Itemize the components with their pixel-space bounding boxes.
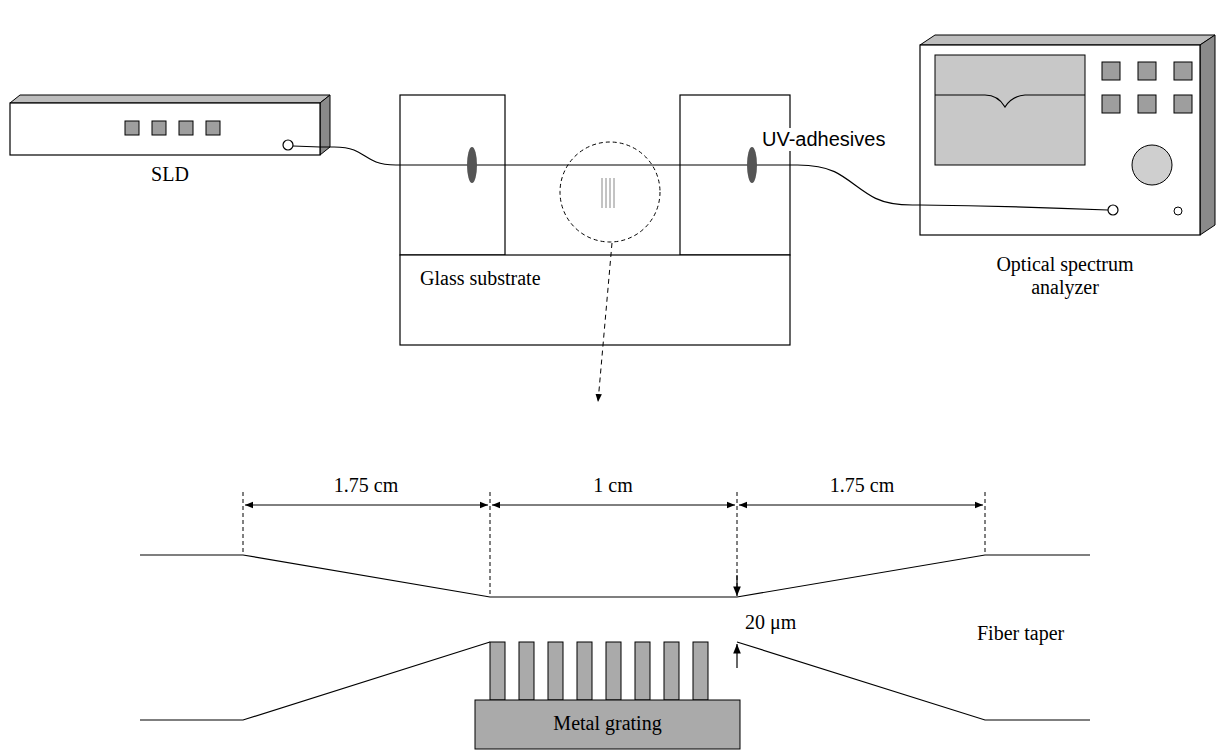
dimension-label: 1 cm [591,474,634,497]
holder-block [400,95,505,255]
light-source: SLD [10,95,330,155]
box-top [920,35,1215,45]
taper-outline [737,642,1090,720]
button [206,121,220,135]
grating-tooth [664,642,679,700]
button [1102,95,1120,113]
grating-tooth [519,642,534,700]
adhesive-label: UV-adhesives [760,128,887,151]
sld-source [10,95,330,155]
knob [1132,145,1172,185]
button [125,121,139,135]
button [152,121,166,135]
grating-line [602,178,603,208]
metal-grating: Metal grating [475,700,740,749]
button [1138,95,1156,113]
input-port [1108,205,1118,215]
extension-line [490,492,491,597]
adhesive-spot [747,147,757,183]
dimension-label: 20 μm [743,611,798,634]
box-front [920,45,1200,235]
dimension-label: 1.75 cm [828,474,896,497]
node-label: SLD [10,163,330,186]
part-label: Fiber taper [975,622,1066,645]
dimension-arrow [245,505,488,506]
button [1102,62,1120,80]
fiber-lead [920,205,1108,210]
box-side [320,95,330,155]
dimension-arrow [492,505,735,506]
port [1174,207,1182,215]
zoom-arrow [598,243,612,402]
button [1174,62,1192,80]
extension-line [243,492,244,555]
node-label: Metal grating [475,712,740,735]
taper-outline [140,642,490,720]
optical-fiber [330,147,400,165]
grating-line [606,178,607,208]
substrate-base [400,255,790,345]
optical-fiber [790,165,920,205]
button [179,121,193,135]
adhesive-spot [467,147,477,183]
extension-line [985,492,986,555]
fiber-holder [400,95,790,402]
taper-detail [140,492,1090,749]
output-port [283,140,293,150]
button [1138,62,1156,80]
spectrum-trace [935,95,1085,107]
zoom-circle [560,142,660,242]
box-side [1200,35,1215,235]
node-label: Glass substrate [420,267,541,290]
button [1174,95,1192,113]
box-top [10,95,330,103]
grating-tooth [693,642,708,700]
box-front [10,103,320,155]
grating-line [614,178,615,208]
spectrum-analyzer: Optical spectrum analyzer [920,35,1215,235]
taper-outline [140,555,1090,597]
grating-tooth [548,642,563,700]
node-label: Optical spectrum analyzer [980,253,1150,299]
grating-tooth [606,642,621,700]
gap-arrow [736,644,737,668]
holder-block [680,95,790,255]
dimension-label: 1.75 cm [332,474,400,497]
grating-tooth [490,642,505,700]
dimension-arrow [739,505,983,506]
fiber [400,164,790,165]
grating-tooth [577,642,592,700]
glass-substrate: Glass substrate [400,95,790,345]
fiber-lead [293,146,330,147]
spectrum-analyzer [920,35,1215,235]
screen [935,55,1085,165]
grating-base [475,700,740,749]
grating-line [610,178,611,208]
gap-arrow [736,575,737,596]
grating-tooth [635,642,650,700]
